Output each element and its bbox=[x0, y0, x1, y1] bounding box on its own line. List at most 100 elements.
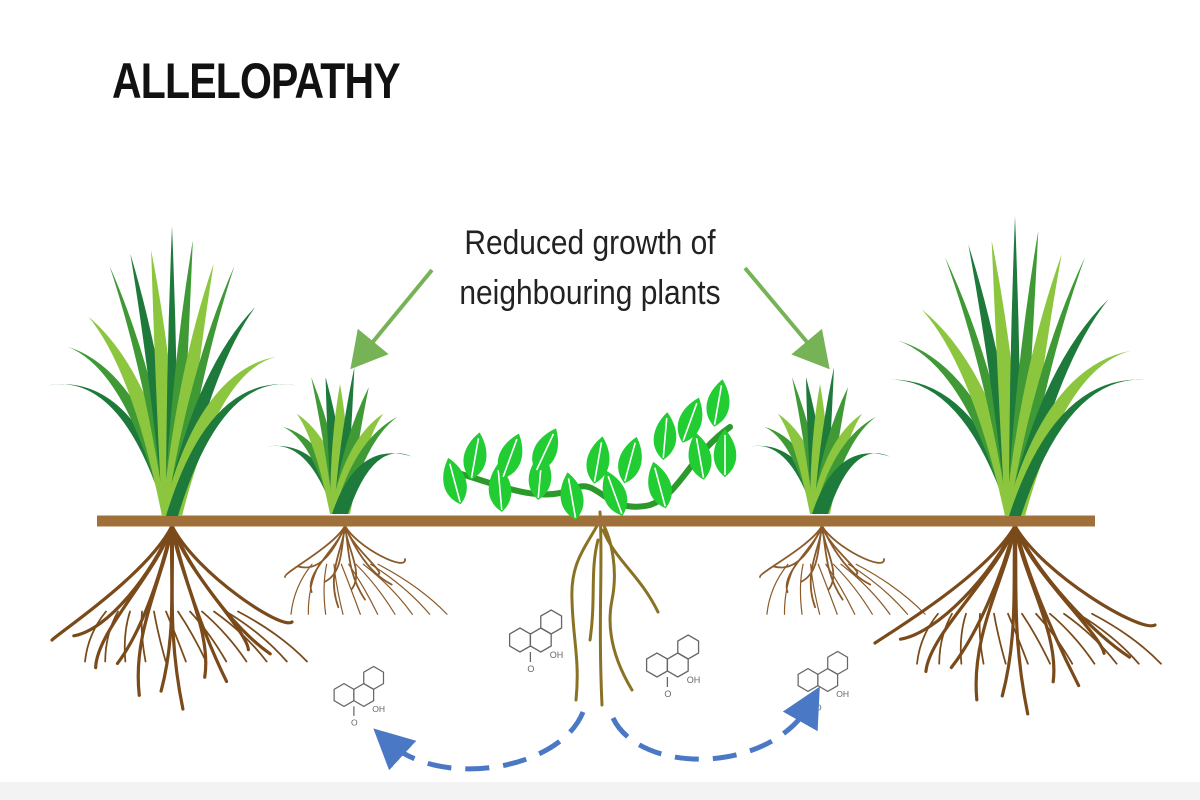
caption-line-2: neighbouring plants bbox=[459, 274, 721, 312]
root-strand bbox=[50, 524, 174, 642]
root-strand bbox=[170, 524, 229, 684]
root-branch bbox=[817, 563, 838, 615]
vine-leaf bbox=[648, 461, 672, 509]
root-strand bbox=[333, 525, 346, 609]
root-strand bbox=[170, 524, 272, 656]
molecule-o-label: O bbox=[527, 664, 534, 674]
vine-leaf bbox=[586, 436, 610, 484]
vine-leaf bbox=[497, 433, 523, 479]
root-branch bbox=[1063, 612, 1118, 665]
chemical-molecule-icon: OH O bbox=[645, 634, 701, 699]
vine-leaves bbox=[443, 379, 737, 520]
grass-blade bbox=[1005, 254, 1062, 517]
root-branch bbox=[189, 610, 228, 663]
dispersal-arrow-right bbox=[610, 686, 820, 762]
diagram-title: ALLELOPATHY bbox=[112, 53, 401, 109]
root-strand bbox=[1013, 524, 1081, 688]
chemical-molecule-icon: OH O bbox=[797, 650, 849, 712]
root-branch bbox=[153, 610, 167, 663]
root-branch bbox=[201, 610, 248, 663]
vine-leaf bbox=[653, 412, 677, 460]
reduced-growth-caption: Reduced growth of neighbouring plants bbox=[440, 218, 739, 318]
molecule-o-label: O bbox=[664, 689, 671, 699]
root-branch bbox=[978, 612, 985, 665]
root-branch bbox=[377, 563, 448, 615]
root-strand bbox=[344, 525, 406, 564]
root-branch bbox=[847, 563, 909, 615]
root-strand bbox=[344, 525, 366, 601]
root-strand bbox=[785, 525, 823, 594]
root-branch bbox=[1021, 612, 1051, 665]
root-strand bbox=[309, 525, 346, 594]
vine-leaf bbox=[618, 436, 642, 484]
vine-leaf bbox=[560, 472, 584, 520]
root-strand bbox=[821, 525, 872, 586]
root-strand bbox=[1013, 524, 1030, 716]
molecule-oh-label: OH bbox=[687, 675, 701, 685]
grass-clump-large-right bbox=[875, 216, 1155, 517]
vine-leaf bbox=[532, 428, 559, 472]
grass-blade bbox=[921, 309, 1025, 516]
root-branch bbox=[1049, 612, 1096, 665]
root-strand bbox=[821, 525, 885, 564]
root-branch bbox=[237, 610, 308, 663]
vine-leaf bbox=[688, 432, 712, 480]
molecule-oh-label: OH bbox=[550, 650, 564, 660]
vine-leaf bbox=[713, 429, 737, 477]
root-branch bbox=[225, 610, 288, 663]
molecule-o-label: O bbox=[815, 702, 822, 712]
root-strand bbox=[170, 524, 185, 711]
molecule-o-label: O bbox=[351, 717, 358, 727]
grass-blade bbox=[162, 263, 214, 516]
root-branch bbox=[123, 610, 131, 663]
root-branch bbox=[810, 563, 821, 615]
vine-leaf bbox=[443, 457, 467, 505]
chemical-molecule-icon: OH O bbox=[508, 609, 564, 674]
vine-leaf bbox=[602, 470, 628, 516]
root-branch bbox=[916, 612, 939, 665]
root-branch bbox=[307, 563, 320, 615]
caption-line-1: Reduced growth of bbox=[464, 224, 716, 262]
grass-clump-large-left bbox=[47, 226, 297, 517]
grass-clump-small-right bbox=[750, 367, 890, 514]
root-strand bbox=[924, 524, 1017, 673]
roots-small-right bbox=[759, 525, 926, 615]
root-strand bbox=[873, 524, 1017, 645]
root-branch bbox=[165, 610, 187, 663]
root-branch bbox=[959, 612, 967, 665]
grass-blade bbox=[812, 453, 890, 514]
grass-blade bbox=[1005, 350, 1132, 516]
root-branch bbox=[938, 612, 953, 665]
root-strand bbox=[809, 525, 823, 609]
roots-big-left bbox=[50, 524, 308, 711]
root-strand bbox=[821, 525, 844, 601]
root-branch bbox=[84, 610, 107, 663]
root-branch bbox=[340, 563, 361, 615]
vine-leaf bbox=[463, 432, 487, 480]
vine-leaf bbox=[677, 397, 703, 443]
root-branch bbox=[993, 612, 1007, 665]
vine-with-leaves-icon bbox=[443, 379, 737, 520]
root-strand bbox=[284, 525, 346, 578]
root-strand bbox=[94, 524, 174, 670]
roots-small-left bbox=[284, 525, 448, 615]
root-branch bbox=[832, 563, 873, 615]
root-strand bbox=[759, 525, 823, 578]
root-branch bbox=[323, 563, 328, 615]
root-branch bbox=[355, 563, 396, 615]
grass-blade bbox=[332, 453, 412, 514]
grass-blade bbox=[166, 384, 297, 516]
roots-big-right bbox=[873, 524, 1162, 716]
root-strand bbox=[344, 525, 393, 586]
vine-leaf bbox=[706, 379, 730, 427]
grass-blade bbox=[1009, 379, 1155, 516]
root-strand bbox=[1013, 524, 1157, 628]
root-branch bbox=[855, 563, 926, 615]
root-branch bbox=[840, 563, 891, 615]
root-strand bbox=[974, 524, 1017, 702]
molecule-oh-label: OH bbox=[836, 689, 849, 699]
molecule-oh-label: OH bbox=[372, 704, 385, 714]
root-branch bbox=[1091, 612, 1162, 665]
root-branch bbox=[370, 563, 431, 615]
